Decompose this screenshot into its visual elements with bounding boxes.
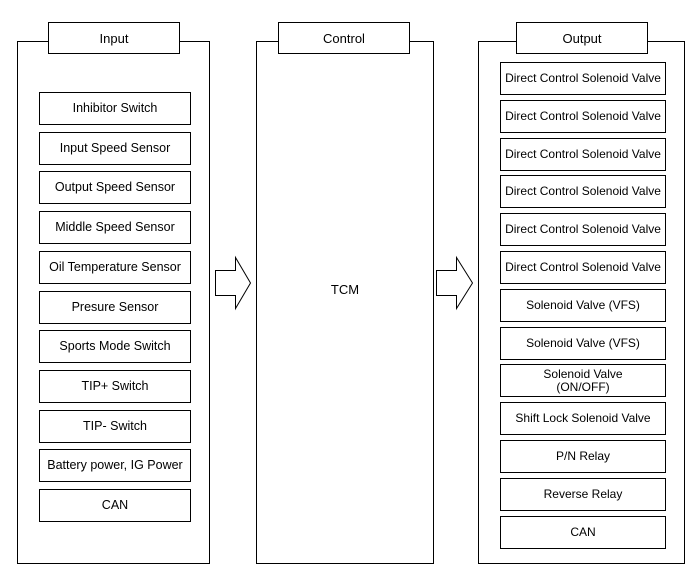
output-item: P/N Relay <box>500 440 666 473</box>
output-item: Direct Control Solenoid Valve <box>500 137 666 171</box>
output-item: Direct Control Solenoid Valve <box>500 213 666 247</box>
output-item: Direct Control Solenoid Valve <box>500 62 666 95</box>
input-item: TIP+ Switch <box>39 369 191 403</box>
input-item: Presure Sensor <box>39 290 191 324</box>
input-item: Input Speed Sensor <box>39 131 191 165</box>
output-item: CAN <box>500 515 666 549</box>
output-item: Direct Control Solenoid Valve <box>500 99 666 133</box>
output-item: Direct Control Solenoid Valve <box>500 251 666 284</box>
input-item: Sports Mode Switch <box>39 330 191 364</box>
input-item: Middle Speed Sensor <box>39 211 191 245</box>
input-item: Oil Temperature Sensor <box>39 250 191 284</box>
input-item: Output Speed Sensor <box>39 171 191 205</box>
right-arrow-icon <box>436 255 474 311</box>
control-panel: TCM <box>256 41 434 564</box>
output-item: Direct Control Solenoid Valve <box>500 175 666 209</box>
output-title: Output <box>516 22 648 54</box>
input-item: TIP- Switch <box>39 409 191 443</box>
output-item: Solenoid Valve (VFS) <box>500 326 666 360</box>
input-item: Battery power, IG Power <box>39 449 191 483</box>
input-item: Inhibitor Switch <box>39 92 191 125</box>
tcm-label: TCM <box>330 282 360 297</box>
output-item: Shift Lock Solenoid Valve <box>500 402 666 436</box>
input-title: Input <box>48 22 180 54</box>
output-item: Solenoid Valve (ON/OFF) <box>500 364 666 398</box>
right-arrow-icon <box>215 255 252 311</box>
output-item: Reverse Relay <box>500 477 666 511</box>
input-item: CAN <box>39 489 191 522</box>
output-item: Solenoid Valve (VFS) <box>500 288 666 322</box>
control-title: Control <box>278 22 410 54</box>
